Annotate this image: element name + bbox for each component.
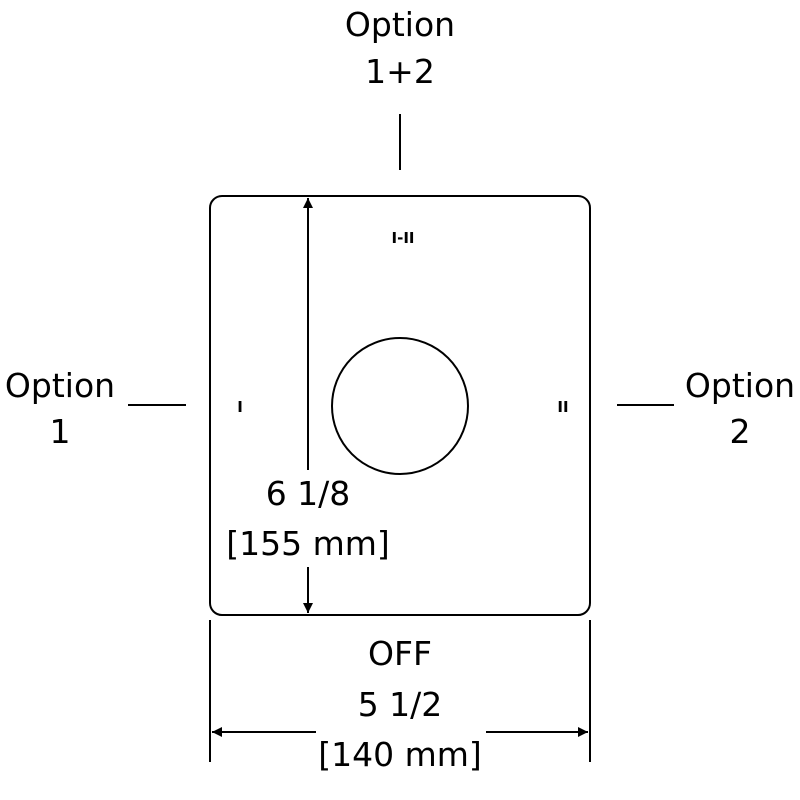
option-left-label-line1: Option [5,366,115,405]
width-dimension-metric: [140 mm] [318,735,482,774]
switch-plate-outline [209,195,591,616]
off-label: OFF [368,634,432,673]
option-right-label-line2: 2 [730,412,751,451]
marking-left: I [237,398,243,416]
option-right-label-line1: Option [685,366,795,405]
marking-right: II [557,398,568,416]
height-dimension-metric: [155 mm] [226,524,390,563]
option-top-label-line2: 1+2 [365,52,435,91]
knob-hole-circle [331,337,469,475]
marking-top: I-II [392,229,415,247]
option-left-label-line2: 1 [50,412,71,451]
option-top-label-line1: Option [345,5,455,44]
height-dimension-imperial: 6 1/8 [266,474,351,513]
width-dimension-imperial: 5 1/2 [358,685,443,724]
